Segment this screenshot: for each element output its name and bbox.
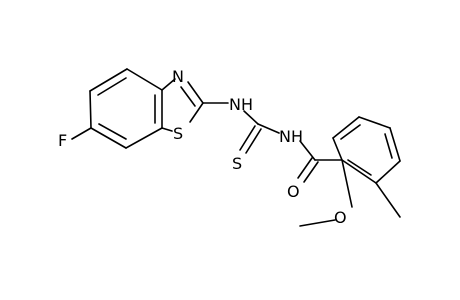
double-bond-inner — [97, 77, 127, 96]
bond — [126, 68, 163, 91]
thiazole-ring — [161, 78, 204, 132]
bond — [341, 159, 377, 184]
double-bond-thione — [239, 125, 256, 151]
amide-group — [297, 140, 343, 183]
bond — [89, 68, 128, 92]
atom-fluorine: F — [58, 131, 67, 150]
bond — [189, 102, 204, 123]
bond-methyl — [375, 182, 401, 218]
bond — [187, 81, 204, 104]
atom-amine-left: NH — [229, 95, 253, 114]
methoxy-group — [299, 159, 353, 227]
atom-thiazole-nitrogen: N — [172, 67, 184, 86]
bond — [161, 127, 173, 132]
bond — [332, 116, 360, 139]
double-bond-carbonyl — [303, 161, 319, 183]
bond — [375, 160, 401, 184]
bond — [341, 159, 353, 208]
bond — [243, 110, 259, 125]
double-bond-inner — [384, 133, 393, 159]
double-bond-thione — [245, 128, 262, 154]
atom-methoxy-oxygen: O — [334, 208, 347, 227]
bond — [299, 219, 336, 227]
double-bond-inner — [347, 159, 372, 176]
thiourea-linker — [202, 102, 280, 154]
bond — [358, 116, 391, 129]
double-bond-inner — [180, 86, 196, 107]
atom-amine-right: NH — [279, 127, 303, 146]
double-bond-carbonyl — [297, 157, 313, 179]
bond — [161, 78, 176, 91]
atom-thiazole-sulfur: S — [173, 124, 183, 143]
atom-carbonyl-oxygen: O — [287, 182, 300, 201]
bond — [257, 123, 280, 134]
double-bond-inner — [340, 124, 361, 140]
atom-thione-sulfur: S — [232, 154, 242, 173]
bond — [389, 127, 401, 162]
bond — [89, 90, 92, 129]
double-bond-inner — [98, 123, 127, 140]
bond-c-f — [71, 127, 92, 140]
bond — [332, 137, 343, 161]
bond — [90, 127, 127, 149]
benzene-ring-right — [332, 116, 401, 184]
benzene-ring-left — [89, 68, 163, 149]
bond — [125, 127, 163, 149]
bond — [299, 140, 316, 161]
